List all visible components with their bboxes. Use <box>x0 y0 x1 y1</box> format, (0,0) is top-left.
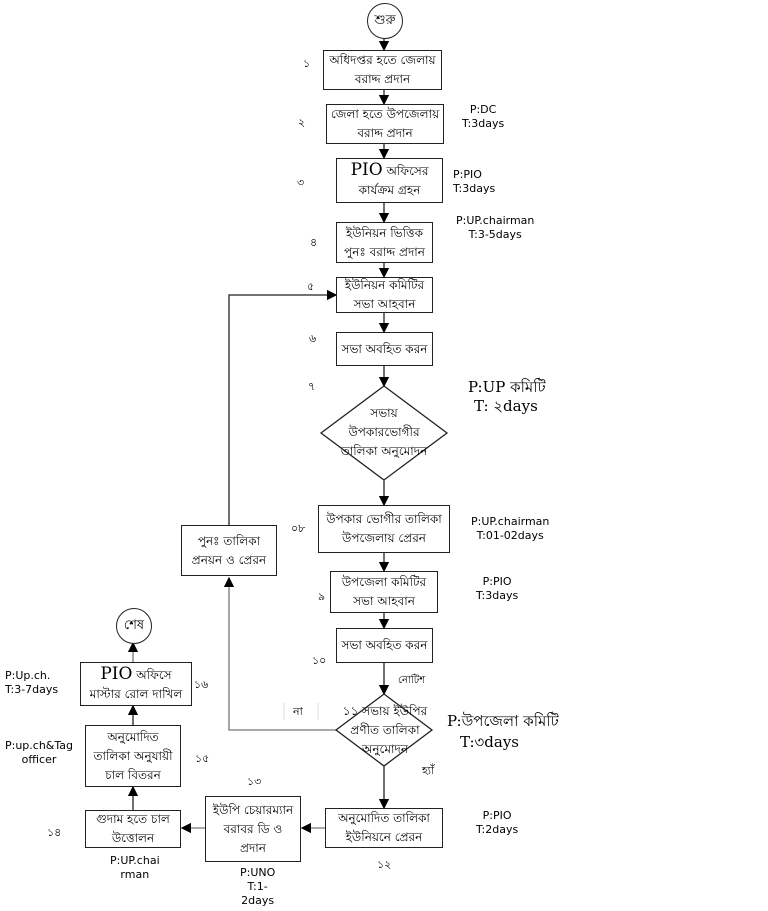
step-8-box: উপকার ভোগীর তালিকা উপজেলায় প্রেরন <box>318 505 450 553</box>
step-2-box: জেলা হতে উপজেলায় বরাদ্দ প্রদান <box>326 104 444 144</box>
step-11-time: T:৩days <box>460 733 519 751</box>
step-15-person-time: P:up.ch&Tag officer <box>5 739 74 766</box>
step-12-box: অনুমোদিত তালিকা ইউনিয়নে প্রেরন <box>325 808 443 848</box>
pio-label: PIO <box>350 160 383 180</box>
step-text: অফিসে মাস্টার রোল দাখিল <box>89 667 183 701</box>
decision-11 <box>334 693 434 767</box>
step-5-box: ইউনিয়ন কমিটির সভা আহবান <box>336 277 433 313</box>
pio-label: PIO <box>100 663 133 684</box>
step-number: ৭ <box>308 380 316 393</box>
step-11-person: P:উপজেলা কমিটি <box>447 712 559 730</box>
step-text: অফিসের কার্যক্রম গ্রহন <box>358 164 429 197</box>
step-1-box: অধিদপ্তর হতে জেলায় বরাদ্দ প্রদান <box>323 50 442 90</box>
step-7-time: T: ২days <box>474 397 538 415</box>
step-number: ৬ <box>309 332 317 345</box>
start-node: শুরু <box>367 3 403 39</box>
step-14-person-time: P:UP.chai rman <box>110 854 160 881</box>
step-4-person-time: P:UP.chairman T:3-5days <box>456 214 535 241</box>
step-3-box: PIO অফিসের কার্যক্রম গ্রহন <box>336 158 443 203</box>
step-4-box: ইউনিয়ন ভিত্তিক পুনঃ বরাদ্দ প্রদান <box>336 222 433 263</box>
yes-label: হ্যাঁ <box>422 764 435 777</box>
step-number: ১৬ <box>194 678 209 691</box>
step-3-person-time: P:PIO T:3days <box>453 168 496 195</box>
redo-list-box: পুনঃ তালিকা প্রনয়ন ও প্রেরন <box>181 525 277 576</box>
step-11-decision-text: ১১ সভায় ইউপির প্রণীত তালিকা অনুমোদন <box>342 704 428 756</box>
step-13-person-time: P:UNO T:1- 2days <box>240 866 276 907</box>
step-2-person-time: P:DC T:3days <box>462 103 505 130</box>
step-number: ৯ <box>318 590 326 603</box>
step-9-box: উপজেলা কমিটির সভা আহবান <box>330 571 438 613</box>
step-9-person-time: P:PIO T:3days <box>476 575 519 602</box>
no-label: না <box>293 705 303 718</box>
step-number: ১৫ <box>195 752 210 765</box>
step-number: ১৩ <box>247 775 262 788</box>
step-7-decision-text: সভায় উপকারভোগীর তালিকা অনুমোদন <box>340 406 428 458</box>
step-12-person-time: P:PIO T:2days <box>476 809 519 836</box>
step-number: ১৪ <box>47 826 62 839</box>
step-16-person-time: P:Up.ch. T:3-7days <box>5 669 59 696</box>
end-node: শেষ <box>116 608 152 644</box>
step-number: ১২ <box>377 858 392 871</box>
step-7-person: P:UP কমিটি <box>468 378 546 396</box>
step-6-box: সভা অবহিত করন <box>336 332 433 366</box>
step-number: ২ <box>298 116 306 129</box>
step-14-box: গুদাম হতে চাল উত্তোলন <box>85 810 181 848</box>
step-8-person-time: P:UP.chairman T:01-02days <box>471 515 550 542</box>
step-13-box: ইউপি চেয়ারম্যান বরাবর ডি ও প্রদান <box>205 796 301 862</box>
step-number: ৩ <box>297 176 305 189</box>
step-16-box: PIO অফিসে মাস্টার রোল দাখিল <box>80 662 192 706</box>
step-number: ১০ <box>312 654 327 667</box>
step-number: ১ <box>303 57 311 70</box>
step-15-box: অনুমোদিত তালিকা অনুযায়ী চাল বিতরন <box>85 725 181 787</box>
notice-label: নোটিশ <box>398 675 426 686</box>
decision-7 <box>319 385 449 481</box>
step-number: ৪ <box>310 236 318 249</box>
step-10-box: সভা অবহিত করন <box>336 628 433 663</box>
step-number: ৫ <box>307 280 315 293</box>
step-number: ০৮ <box>291 522 306 535</box>
